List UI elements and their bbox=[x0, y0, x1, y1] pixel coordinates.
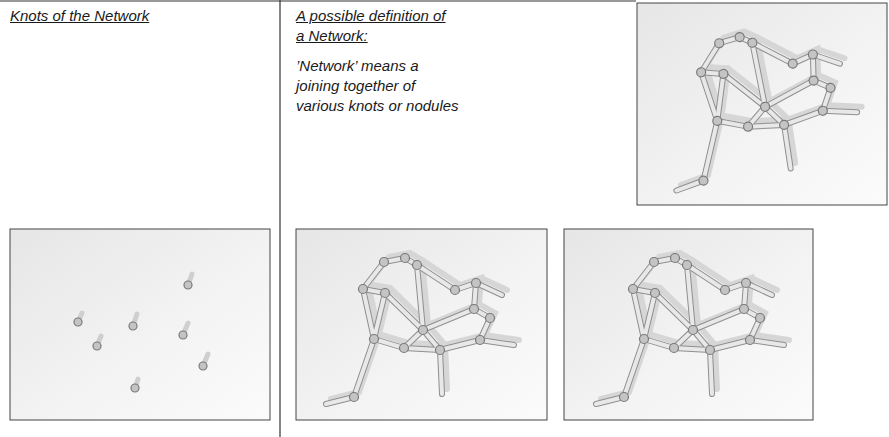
column-heading: Knots of the Network bbox=[10, 6, 260, 26]
network-photo bbox=[637, 3, 887, 205]
table-rule bbox=[0, 0, 636, 1]
network-photo bbox=[564, 229, 813, 420]
definition-text: ’Network’ means a joining together of va… bbox=[296, 56, 466, 116]
knots-photo bbox=[10, 229, 270, 420]
table-rule bbox=[279, 0, 280, 437]
column-heading: A possible definition of a Network: bbox=[296, 6, 456, 46]
network-photo bbox=[296, 229, 547, 420]
